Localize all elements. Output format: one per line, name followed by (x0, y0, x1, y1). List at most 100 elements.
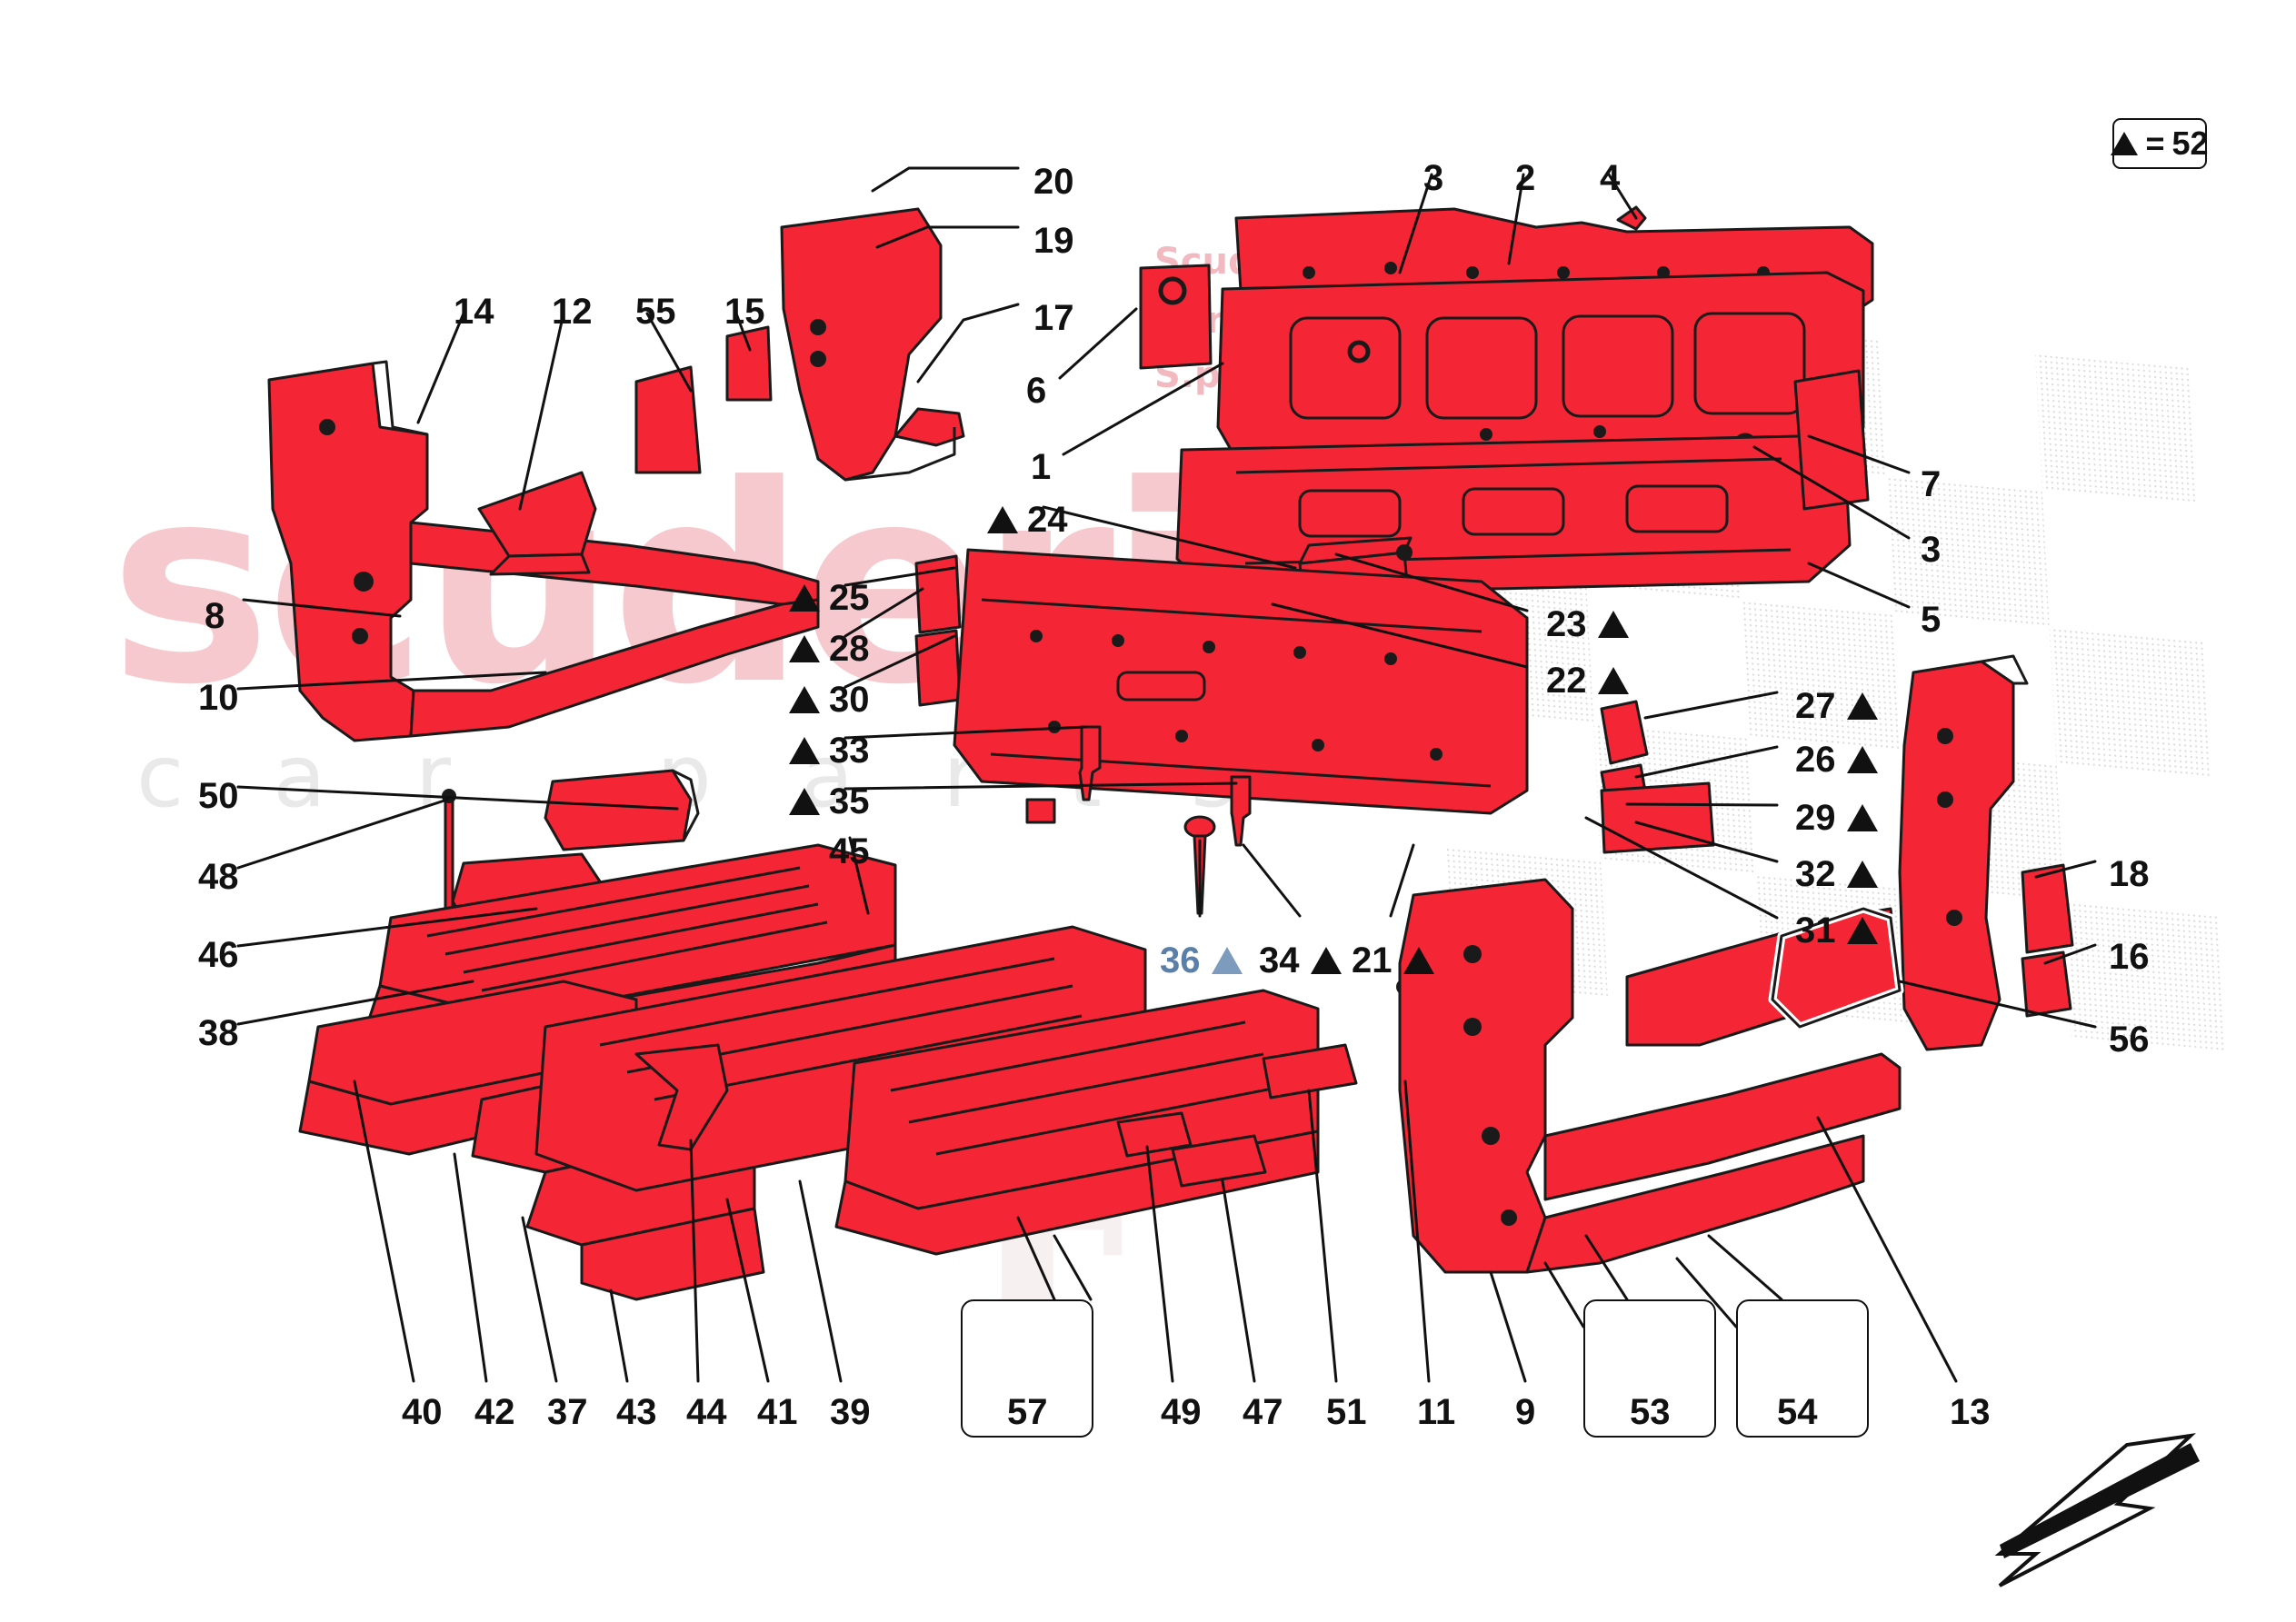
direction-arrow (1994, 1433, 2200, 1587)
triangle-icon (1403, 947, 1434, 974)
part-label-3t: 3 (1423, 160, 1443, 196)
part-label-25: 25 (789, 580, 870, 616)
part-label-5: 5 (1921, 602, 1941, 638)
part-label-44: 44 (686, 1394, 727, 1430)
part-label-45: 45 (829, 833, 870, 870)
part-label-text: 2 (1515, 158, 1536, 198)
part-label-43: 43 (616, 1394, 657, 1430)
part-label-23: 23 (1546, 606, 1629, 642)
part-label-32: 32 (1795, 856, 1878, 892)
part-label-text: 18 (2109, 854, 2150, 894)
detail-box-57 (961, 1299, 1093, 1438)
triangle-icon (1846, 692, 1878, 720)
part-label-text: 46 (198, 935, 239, 975)
part-label-30: 30 (789, 682, 870, 718)
part-label-27: 27 (1795, 688, 1878, 724)
detail-box-53 (1583, 1299, 1716, 1438)
legend-equals-sign: = (2145, 124, 2165, 162)
triangle-icon (789, 584, 820, 612)
part-label-51: 51 (1326, 1394, 1367, 1430)
part-label-21: 21 (1352, 942, 1434, 979)
part-label-17: 17 (1033, 300, 1074, 336)
part-label-12: 12 (552, 294, 593, 330)
triangle-icon (1211, 947, 1243, 974)
part-label-48: 48 (198, 859, 239, 895)
part-label-text: 45 (829, 831, 870, 871)
part-label-35: 35 (789, 783, 870, 820)
part-label-text: 48 (198, 857, 239, 897)
part-label-34: 34 (1259, 942, 1342, 979)
part-label-text: 37 (547, 1392, 588, 1432)
part-label-37: 37 (547, 1394, 588, 1430)
part-label-55: 55 (635, 294, 676, 330)
part-label-14: 14 (454, 294, 494, 330)
part-label-text: 3 (1423, 158, 1444, 198)
part-label-text: 28 (829, 629, 870, 669)
part-label-33: 33 (789, 732, 870, 769)
part-label-7: 7 (1921, 466, 1941, 503)
legend-value: 52 (2171, 124, 2209, 162)
part-label-text: 41 (757, 1392, 798, 1432)
triangle-icon (1846, 804, 1878, 831)
part-label-18: 18 (2109, 856, 2150, 892)
part-label-text: 47 (1243, 1392, 1283, 1432)
part-label-57: 57 (1007, 1394, 1048, 1430)
part-label-8: 8 (205, 598, 225, 634)
part-label-text: 36 (1160, 940, 1201, 980)
part-label-6: 6 (1026, 373, 1046, 409)
part-label-text: 43 (616, 1392, 657, 1432)
part-label-text: 44 (686, 1392, 727, 1432)
part-label-text: 40 (402, 1392, 443, 1432)
part-label-56: 56 (2109, 1021, 2150, 1058)
part-label-text: 35 (829, 781, 870, 821)
triangle-icon (789, 737, 820, 764)
triangle-icon (789, 788, 820, 815)
part-label-text: 32 (1795, 854, 1836, 894)
part-label-39: 39 (830, 1394, 871, 1430)
part-label-text: 55 (635, 292, 676, 332)
part-label-text: 25 (829, 578, 870, 618)
part-label-53: 53 (1630, 1394, 1671, 1430)
part-label-text: 42 (474, 1392, 515, 1432)
part-label-text: 19 (1033, 221, 1074, 261)
part-label-text: 56 (2109, 1020, 2150, 1060)
part-label-24: 24 (987, 502, 1068, 538)
detail-box-parts (1015, 1299, 1845, 1389)
part-label-text: 3 (1921, 530, 1942, 570)
part-label-text: 6 (1026, 371, 1047, 411)
part-label-22: 22 (1546, 662, 1629, 699)
part-label-13: 13 (1950, 1394, 1991, 1430)
triangle-icon (1597, 667, 1629, 694)
part-label-1: 1 (1031, 449, 1051, 485)
triangle-icon (789, 686, 820, 713)
part-label-40: 40 (402, 1394, 443, 1430)
part-label-28: 28 (789, 631, 870, 667)
part-label-text: 54 (1777, 1392, 1818, 1432)
part-label-text: 57 (1007, 1392, 1048, 1432)
part-label-text: 26 (1795, 740, 1836, 780)
part-label-42: 42 (474, 1394, 515, 1430)
part-label-text: 12 (552, 292, 593, 332)
triangle-icon (1846, 861, 1878, 888)
legend-triangle-equals: = 52 (2111, 118, 2209, 169)
part-label-16: 16 (2109, 939, 2150, 975)
part-label-15: 15 (724, 294, 765, 330)
part-label-31: 31 (1795, 912, 1878, 949)
part-label-text: 23 (1546, 604, 1587, 644)
triangle-icon (2111, 132, 2139, 155)
part-label-text: 38 (198, 1013, 239, 1053)
part-label-text: 33 (829, 731, 870, 771)
part-label-text: 30 (829, 680, 870, 720)
part-label-9: 9 (1515, 1394, 1535, 1430)
part-label-text: 24 (1027, 500, 1068, 540)
part-label-text: 20 (1033, 162, 1074, 202)
part-label-3r: 3 (1921, 532, 1941, 568)
triangle-icon (1846, 917, 1878, 944)
part-label-text: 31 (1795, 911, 1836, 950)
part-label-text: 10 (198, 678, 239, 718)
triangle-icon (1310, 947, 1342, 974)
part-label-text: 51 (1326, 1392, 1367, 1432)
part-label-text: 15 (724, 292, 765, 332)
